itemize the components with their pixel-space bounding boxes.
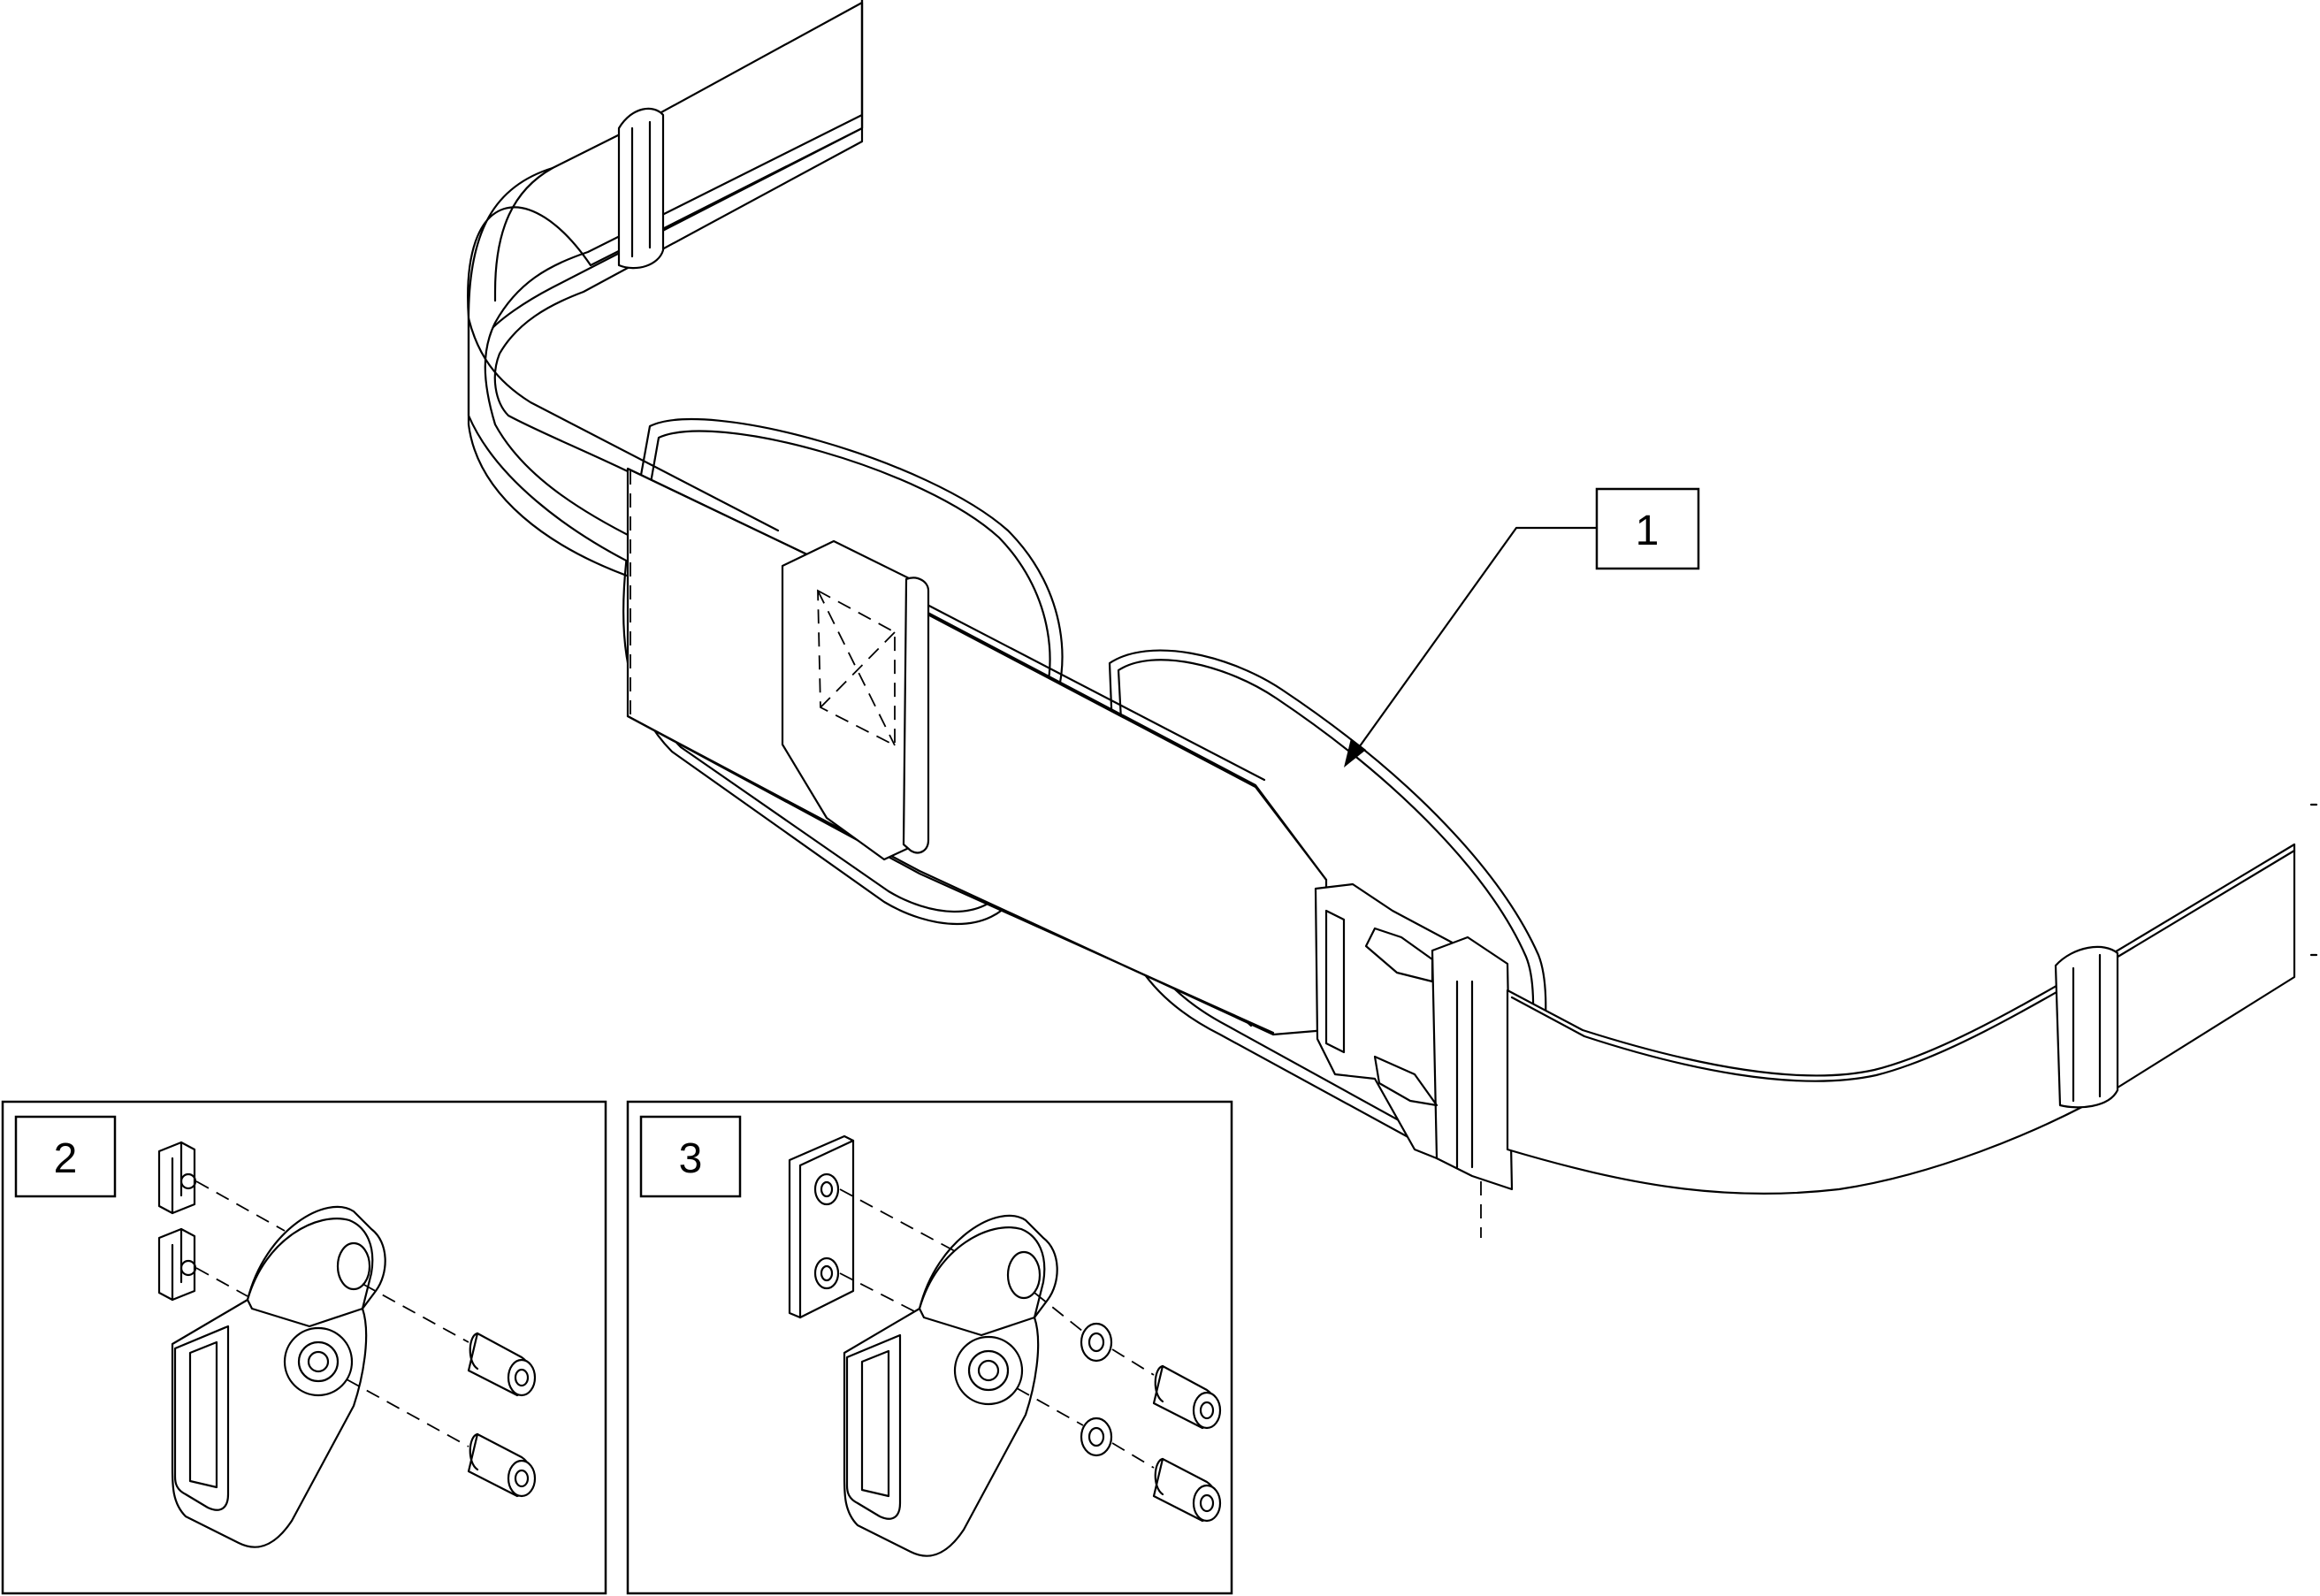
washer-upper — [1080, 1322, 1113, 1363]
strap-keeper-right-slot — [2072, 953, 2102, 1103]
bracket-3-slot-inner — [860, 1349, 890, 1498]
right-pad-inner — [1117, 659, 1535, 1149]
t-nut-lower-hole — [179, 1259, 197, 1277]
bracket-3-boss-inner — [967, 1349, 1010, 1392]
strap-keeper-right — [2054, 945, 2119, 1109]
bracket-slot-inner — [188, 1340, 218, 1489]
buckle-female-slot — [1324, 909, 1346, 1054]
bracket-boss-outer — [283, 1326, 354, 1397]
strap-keeper-top — [617, 107, 665, 270]
washer-lower — [1080, 1417, 1113, 1457]
strap-centre-edge — [626, 467, 1328, 882]
t-nut-lower-face — [171, 1227, 183, 1302]
align3-line-4 — [1016, 1387, 1155, 1469]
bracket-hole — [336, 1241, 371, 1291]
bracket-3-boss-core — [977, 1359, 1000, 1382]
callout-1-leader — [1351, 526, 1599, 758]
strap-back-band-lower — [467, 166, 780, 532]
plate-stud-lower — [813, 1256, 840, 1290]
plate-stud-upper — [813, 1172, 840, 1206]
side-release-buckle — [1314, 882, 1514, 1191]
strap-right-inner — [1510, 849, 2296, 1082]
t-nut-upper-face — [171, 1141, 183, 1215]
align-line-3 — [362, 1283, 469, 1343]
buckle-tab — [1364, 927, 1434, 983]
strap-keeper-left — [902, 577, 930, 854]
callout-3-box — [639, 1115, 742, 1198]
t-nut-lower — [157, 1227, 196, 1302]
mount-bracket-arm — [246, 1218, 374, 1328]
strap-back-band — [467, 1, 895, 700]
belt-assembly — [467, 0, 2318, 1238]
t-nut-upper — [157, 1141, 196, 1215]
callout-1: 1 — [1344, 487, 1700, 767]
callout-1-arrowhead — [1344, 738, 1366, 767]
callout-2-label: 2 — [54, 1135, 78, 1182]
align-line-2 — [195, 1267, 248, 1297]
screw-lower — [467, 1432, 537, 1498]
bracket-strap-slot — [173, 1325, 230, 1511]
bracket-boss-core — [307, 1350, 330, 1373]
mount-bracket-3-arm — [918, 1226, 1046, 1337]
bracket-3-hole — [1006, 1250, 1042, 1300]
bracket-3-boss-outer — [953, 1335, 1024, 1406]
align-line-1 — [195, 1180, 286, 1232]
callout-2-box — [14, 1115, 117, 1198]
screw-upper — [467, 1332, 537, 1397]
bracket-3-strap-slot — [845, 1333, 902, 1520]
strap-keeper-top-slot — [630, 120, 652, 258]
bracket-boss-inner — [297, 1340, 340, 1383]
adjuster-stitch-x — [817, 590, 896, 746]
buckle-prong — [1373, 1055, 1439, 1107]
align3-line-3 — [1034, 1292, 1155, 1376]
strap-centre-lower-edge — [626, 714, 1275, 1035]
detail-3-panel: 3 — [626, 1100, 1233, 1595]
strap-right — [1506, 843, 2296, 1195]
align-line-4 — [346, 1378, 469, 1447]
detail-2-panel: 2 — [1, 1100, 607, 1595]
buckle-male-slot — [1455, 980, 1474, 1169]
screw-3-upper — [1152, 1364, 1222, 1430]
backing-plate — [788, 1134, 855, 1319]
adjuster-stitch-box — [817, 589, 896, 747]
screw-3-lower — [1152, 1457, 1222, 1523]
align3-line-2 — [839, 1272, 920, 1315]
edge-tick — [2309, 803, 2318, 957]
backing-plate-edge — [798, 1139, 855, 1319]
callout-1-label: 1 — [1636, 508, 1660, 554]
callout-3-label: 3 — [679, 1135, 703, 1182]
t-nut-upper-hole — [179, 1172, 197, 1190]
